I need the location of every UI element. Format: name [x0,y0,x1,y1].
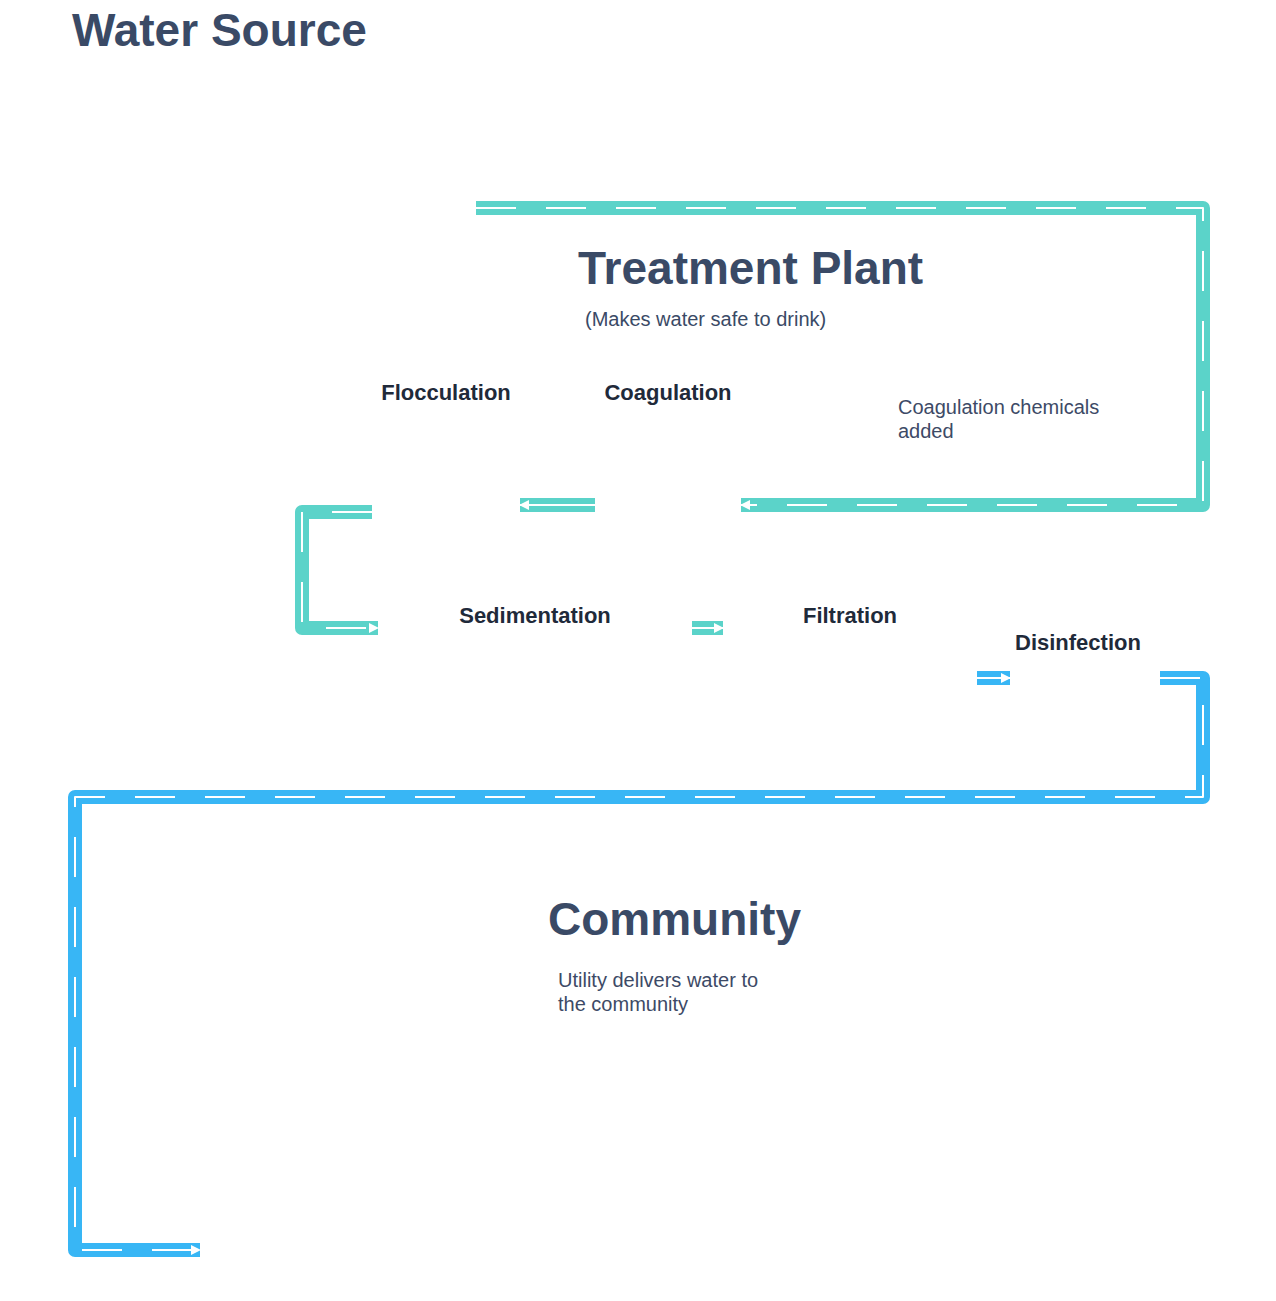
skyline-building [1020,1105,1074,1225]
flow-arrow [302,512,378,628]
skyline-building [1074,1155,1120,1225]
skyline-building [343,1105,375,1225]
filtration-tank-shape [723,556,977,714]
skyline-building [849,1085,885,1225]
house-branch-pipe [1124,1195,1132,1262]
flow-arrow [519,1198,521,1258]
node-heading: Flocculation [381,380,511,405]
coagulation-tank: Coagulation [595,380,741,546]
pipe-connector [476,208,1203,505]
pipe-connector [520,505,595,506]
flow-arrow [1127,1198,1129,1258]
node-heading: Treatment Plant [578,242,923,295]
pipe-connector [302,512,378,628]
skyline-building [885,1165,938,1225]
skyline-building [675,1075,718,1225]
pipe [692,621,723,635]
pipe-connector [977,678,1010,679]
skyline-building [1188,1165,1215,1225]
flow-arrow [964,1198,966,1258]
pipe [476,208,1203,505]
flow-arrow [879,1198,881,1258]
flow-arrow [692,627,723,629]
skyline-building [255,1135,303,1225]
flow-arrow [977,677,1010,679]
houses [355,1135,1215,1225]
sedimentation-tank: Sedimentation [378,556,692,714]
sedimentation-tank-shape [378,556,692,714]
pipe-connector [75,678,1203,1250]
house-branch-pipe [584,1195,592,1262]
skyline-building [548,1095,590,1225]
flow-arrow [75,678,1203,1250]
skyline-building [498,1125,548,1225]
distribution-pipes [198,1195,1215,1268]
skyline-building [718,1145,753,1225]
skyline-building [375,1145,424,1225]
house-branch-pipe [876,1195,884,1262]
node-heading: Water Source [72,4,367,57]
water-source: Water Source [60,0,480,290]
pipe [520,498,595,512]
flow-arrow [587,1198,589,1258]
skyline-building [1158,1140,1188,1225]
node-heading: Filtration [803,603,897,628]
house-branch-pipe [734,1195,742,1262]
node-heading: Community [548,893,801,946]
skyline-building [303,1175,343,1225]
flow-arrow [520,504,595,506]
flow-arrow [1074,1198,1076,1258]
node-subtitle: (Makes water safe to drink) [585,308,826,331]
skyline-building [805,1155,849,1225]
flow-arrow [721,1198,723,1258]
flocculation-tank: Flocculation [372,380,520,546]
pipe [75,678,1203,1250]
skyline-building [938,1125,983,1225]
flow-arrow [476,208,1203,505]
pipe [977,671,1010,685]
skyline-building [624,1135,675,1225]
skyline-building [224,1085,255,1225]
house-branch-pipe [961,1195,969,1262]
flow-arrow [737,1198,739,1258]
callout-label: Coagulation chemicals added [898,395,1103,443]
treatment-plant: Treatment Plant (Makes water safe to drin… [65,240,1175,745]
skyline-building [108,1155,138,1225]
flow-arrow [795,1198,797,1258]
node-heading: Coagulation [604,380,731,405]
house-branch-pipe [718,1195,726,1262]
filtration-tank: Filtration [723,556,977,714]
skyline-building [590,1165,624,1225]
house-branch-pipe [792,1195,800,1262]
skyline-building [424,1065,465,1225]
house-branch-pipe [1071,1195,1079,1262]
city-skyline [108,1065,1215,1225]
skyline-building [465,1155,498,1225]
house-branch-pipe [516,1195,524,1262]
community-water-tower: Community [200,858,830,1258]
pipe-connector [692,628,723,629]
node-heading: Disinfection [1015,630,1141,655]
skyline-building [1120,1075,1158,1225]
disinfection-unit: Disinfection [1010,630,1160,735]
skyline-building [983,1135,1020,1225]
skyline-building [138,1115,185,1225]
node-heading: Sedimentation [459,603,611,628]
pipe [302,512,378,628]
skyline-building [753,1115,805,1225]
skyline-building [185,1165,224,1225]
callout-label: Utility delivers water to the community [558,968,780,1016]
